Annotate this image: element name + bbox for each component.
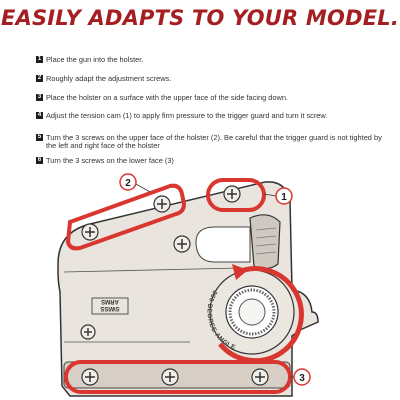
step-number-badge: 4	[36, 112, 43, 119]
callout-number: 3	[299, 373, 305, 384]
step-3: 3 Place the holster on a surface with th…	[36, 94, 288, 102]
screw-icon	[81, 368, 99, 386]
step-6: 6 Turn the 3 screws on the lower face (3…	[36, 157, 174, 165]
rotation-dial	[209, 269, 295, 355]
step-number-badge: 5	[36, 134, 43, 141]
screw-icon	[223, 185, 241, 203]
brand-line-2: ARMS	[101, 298, 119, 304]
brand-logo: SWISS ARMS	[91, 297, 129, 315]
step-number-badge: 1	[36, 56, 43, 63]
step-number-badge: 3	[36, 94, 43, 101]
screw-icon	[80, 324, 96, 340]
callout-number: 1	[281, 192, 287, 203]
callout-badge-2: 2	[119, 173, 137, 191]
step-1: 1 Place the gun into the holster.	[36, 56, 143, 64]
screw-icon	[173, 235, 191, 253]
headline: EASILY ADAPTS TO YOUR MODEL.	[0, 6, 400, 30]
step-2: 2 Roughly adapt the adjustment screws.	[36, 75, 171, 83]
callout-badge-3: 3	[293, 368, 311, 386]
step-text: Place the holster on a surface with the …	[46, 93, 288, 102]
step-number-badge: 2	[36, 75, 43, 82]
tension-cam-highlight	[206, 178, 266, 212]
holster-diagram: 360 DEGREE ANGLE ADJUSTMENT SWISS ARMS 1…	[0, 172, 319, 397]
step-number-badge: 6	[36, 157, 43, 164]
screw-icon	[251, 368, 269, 386]
callout-leader	[135, 183, 151, 193]
step-text: Turn the 3 screws on the upper face of t…	[46, 133, 382, 150]
screw-icon	[153, 195, 171, 213]
callout-number: 2	[125, 178, 131, 189]
trigger-guard-cutout	[195, 226, 251, 263]
screw-icon	[161, 368, 179, 386]
tension-cam-knob	[249, 214, 281, 270]
upper-adjustment-bar	[65, 183, 187, 251]
step-5: 5 Turn the 3 screws on the upper face of…	[36, 134, 392, 150]
callout-badge-1: 1	[275, 187, 293, 205]
step-text: Adjust the tension cam (1) to apply firm…	[46, 111, 328, 120]
step-4: 4 Adjust the tension cam (1) to apply fi…	[36, 112, 327, 120]
rotation-arrow-icon	[218, 266, 304, 364]
brand-line-1: SWISS	[100, 305, 119, 311]
screw-icon	[81, 223, 99, 241]
arrow-head-icon	[232, 264, 248, 280]
step-text: Turn the 3 screws on the lower face (3)	[46, 156, 174, 165]
body-edge-line	[63, 267, 241, 273]
callout-leader	[263, 193, 277, 197]
step-text: Place the gun into the holster.	[46, 55, 144, 64]
step-text: Roughly adapt the adjustment screws.	[46, 74, 172, 83]
